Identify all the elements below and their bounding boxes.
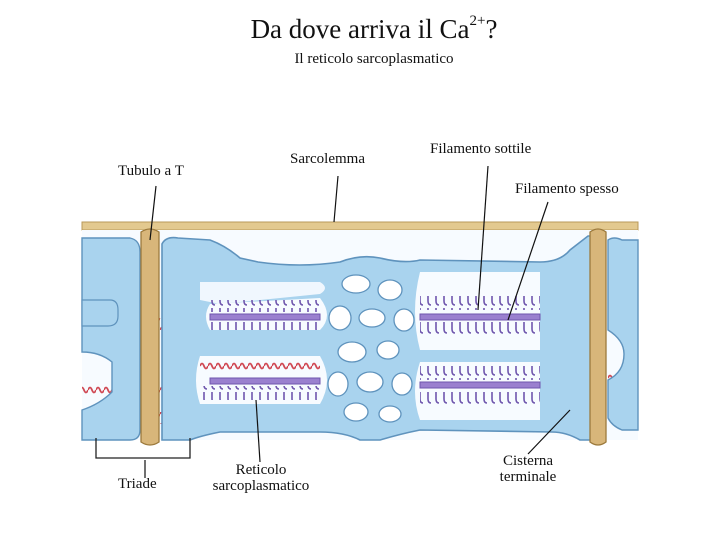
t-tubule-left	[140, 228, 160, 446]
label-cisterna-terminale: Cisterna terminale	[478, 453, 578, 485]
label-triade: Triade	[118, 476, 157, 492]
label-tubulo-a-t: Tubulo a T	[118, 163, 184, 179]
title-text: Da dove arriva il Ca	[250, 14, 470, 44]
reticulum-left-partial	[81, 237, 141, 441]
leader-lines	[144, 165, 571, 478]
triade-bracket	[95, 438, 191, 459]
label-sarcolemma: Sarcolemma	[290, 151, 365, 167]
t-tubule-right	[589, 228, 607, 446]
leader-sarcolemma	[333, 175, 339, 223]
label-reticolo-line2: sarcoplasmatico	[212, 478, 310, 494]
leader-filamento-sottile	[477, 165, 489, 311]
sarcoplasmic-reticulum-main	[161, 235, 593, 441]
leader-cisterna	[527, 409, 571, 455]
label-reticolo-line1: Reticolo	[235, 462, 287, 478]
label-reticolo-sarcoplasmatico: Reticolo sarcoplasmatico	[196, 462, 326, 494]
page-subtitle: Il reticolo sarcoplasmatico	[294, 51, 454, 67]
title-suffix: ?	[485, 14, 498, 44]
reticulum-left-stub	[81, 299, 119, 327]
label-filamento-spesso: Filamento spesso	[515, 181, 619, 197]
label-filamento-sottile: Filamento sottile	[430, 141, 532, 157]
leader-tubulo	[149, 185, 157, 241]
leader-reticolo	[255, 399, 261, 463]
sarcolemma-membrane	[81, 221, 639, 231]
page-title: Da dove arriva il Ca2+?	[0, 13, 720, 45]
label-cisterna-line2: terminale	[499, 469, 557, 485]
title-superscript: 2+	[469, 13, 486, 29]
label-cisterna-line1: Cisterna	[503, 453, 553, 469]
leader-filamento-spesso	[507, 201, 549, 321]
reticulum-right-partial	[607, 237, 639, 431]
